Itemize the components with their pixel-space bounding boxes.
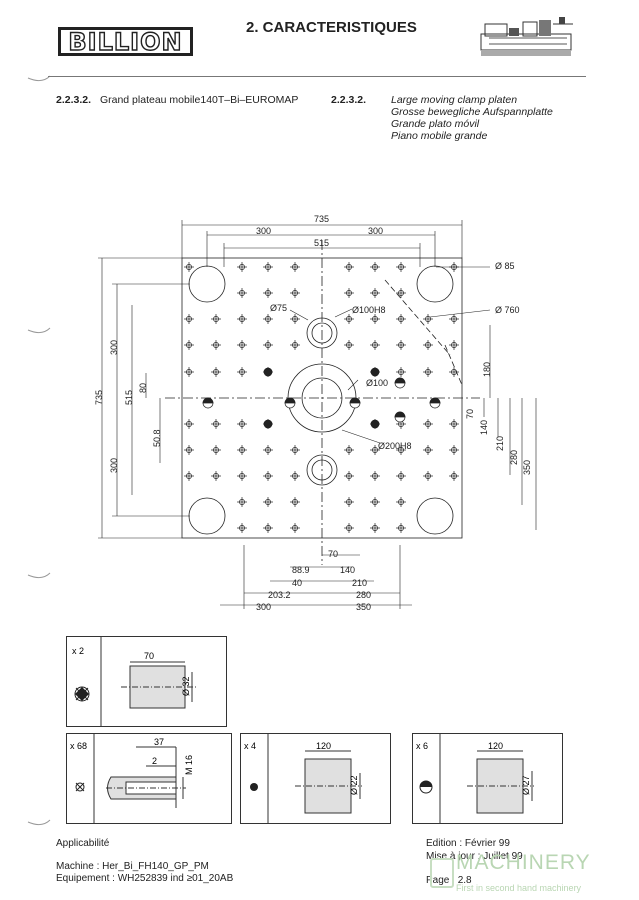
- dim-300-bottom: 300: [256, 602, 271, 612]
- page-title: 2. CARACTERISTIQUES: [246, 19, 417, 36]
- callout-dia-100: Ø100: [366, 378, 388, 388]
- detail-box-x2: x 2 70 Ø 32: [66, 636, 227, 727]
- dim-140-right: 140: [479, 420, 489, 435]
- dim-50-8-left: 50.8: [152, 429, 162, 447]
- watermark-logo-icon: [430, 858, 454, 888]
- bore-upper-outer: [306, 317, 338, 349]
- injection-machine-icon: [480, 17, 573, 56]
- ejector-hole-fill: [284, 397, 296, 404]
- section-number: 2.2.3.2.: [56, 94, 92, 106]
- page-number: Page : 2.8: [426, 875, 472, 886]
- dim-203-2-bottom: 203.2: [268, 590, 291, 600]
- tapped-holes-grid: [184, 262, 459, 533]
- callout-dia-760: Ø 760: [495, 305, 520, 315]
- dim-300-left-top: 300: [109, 340, 119, 355]
- dim-735-top: 735: [314, 214, 329, 224]
- ejector-hole-fill: [349, 397, 361, 404]
- translation-es: Grande plato móvil: [391, 118, 480, 130]
- dim-140-bottom: 140: [340, 565, 355, 575]
- dim-40-bottom: 40: [292, 578, 302, 588]
- detail-box-x68: x 68 37 2 M 16: [66, 733, 232, 824]
- locating-hole: [370, 367, 380, 377]
- callout-dia-200h8: Ø200H8: [378, 441, 412, 451]
- translation-de: Grosse bewegliche Aufspannplatte: [391, 106, 553, 118]
- dim-280-bottom: 280: [356, 590, 371, 600]
- dim-180-right: 180: [482, 362, 492, 377]
- callout-dia-100h8: Ø100H8: [352, 305, 386, 315]
- dim-515-top: 515: [314, 238, 329, 248]
- detail-dim: 37: [154, 737, 164, 747]
- watermark-brand: MACHINERY: [456, 851, 591, 874]
- applicability-label: Applicabilité: [56, 838, 110, 849]
- equipment-ref: Equipement : WH252839 ind ≥0​1_20AB: [56, 873, 234, 884]
- detail-qty: x 4: [244, 741, 256, 751]
- detail-dim: 2: [152, 756, 157, 766]
- ejector-hole-fill: [202, 397, 214, 404]
- detail-qty: x 68: [70, 741, 87, 751]
- dim-350-bottom: 350: [356, 602, 371, 612]
- update-date: Mise à jour : Juillet 99: [426, 851, 523, 862]
- locating-hole: [370, 419, 380, 429]
- detail-dim: Ø 32: [181, 676, 191, 696]
- dim-80-left: 80: [138, 383, 148, 393]
- detail-dim: 120: [316, 741, 331, 751]
- dim-300-top-right: 300: [368, 226, 383, 236]
- detail-dim: Ø 27: [521, 775, 531, 795]
- section-translations: Large moving clamp platen Grosse bewegli…: [391, 94, 553, 142]
- detail-dim: 70: [144, 651, 154, 661]
- detail-box-x4: x 4 120 Ø 22: [240, 733, 391, 824]
- dim-300-top-left: 300: [256, 226, 271, 236]
- billion-logo: BILLION: [58, 27, 193, 56]
- section-title: Grand plateau mobile140T–Bi–EUROMAP: [99, 94, 299, 106]
- ejector-hole-fill: [394, 377, 406, 384]
- detail-dim: M 16: [184, 755, 194, 775]
- detail-qty: x 6: [416, 741, 428, 751]
- translation-it: Piano mobile grande: [391, 130, 488, 142]
- dim-88-9-bottom: 88.9: [292, 565, 310, 575]
- tie-bar-hole: [188, 497, 226, 535]
- detail-dim: 120: [488, 741, 503, 751]
- dim-300-left-bottom: 300: [109, 458, 119, 473]
- translation-en: Large moving clamp platen: [391, 94, 518, 106]
- locating-hole: [263, 419, 273, 429]
- detail-box-x6: x 6 120 Ø 27: [412, 733, 563, 824]
- ejector-hole-fill: [429, 397, 441, 404]
- edition-date: Edition : Février 99: [426, 838, 510, 849]
- tie-bar-hole: [188, 265, 226, 303]
- dim-735-left: 735: [94, 390, 104, 405]
- tie-bar-hole: [416, 497, 454, 535]
- dim-70-bottom: 70: [328, 549, 338, 559]
- detail-dim: Ø 22: [349, 775, 359, 795]
- section-number-right: 2.2.3.2.: [331, 94, 367, 106]
- section-heading-fr: 2.2.3.2. Grand plateau mobile140T–Bi–EUR…: [56, 94, 298, 106]
- bore-lower-outer: [306, 454, 338, 486]
- center-bore-inner: [301, 377, 343, 419]
- watermark-tagline: First in second hand machinery: [456, 883, 582, 893]
- machine-ref: Machine : Her_Bi_FH140_GP_PM: [56, 861, 209, 872]
- header-divider: [48, 76, 586, 77]
- punch-holes: [27, 75, 51, 826]
- dim-515-left: 515: [124, 390, 134, 405]
- platen-drawing: 735 300 515 300 735 300 515 80 50.8 300 …: [94, 214, 537, 612]
- ejector-hole-fill: [394, 411, 406, 418]
- dim-210-bottom: 210: [352, 578, 367, 588]
- dim-280-right: 280: [509, 450, 519, 465]
- bore-lower-inner: [311, 459, 333, 481]
- dim-210-right: 210: [495, 436, 505, 451]
- bore-upper-inner: [311, 322, 333, 344]
- tie-bar-hole: [416, 265, 454, 303]
- callout-dia-85: Ø 85: [495, 261, 515, 271]
- detail-qty: x 2: [72, 646, 84, 656]
- dim-350-right: 350: [522, 460, 532, 475]
- callout-dia-75: Ø75: [270, 303, 287, 313]
- dim-70-right: 70: [465, 409, 475, 419]
- locating-hole: [263, 367, 273, 377]
